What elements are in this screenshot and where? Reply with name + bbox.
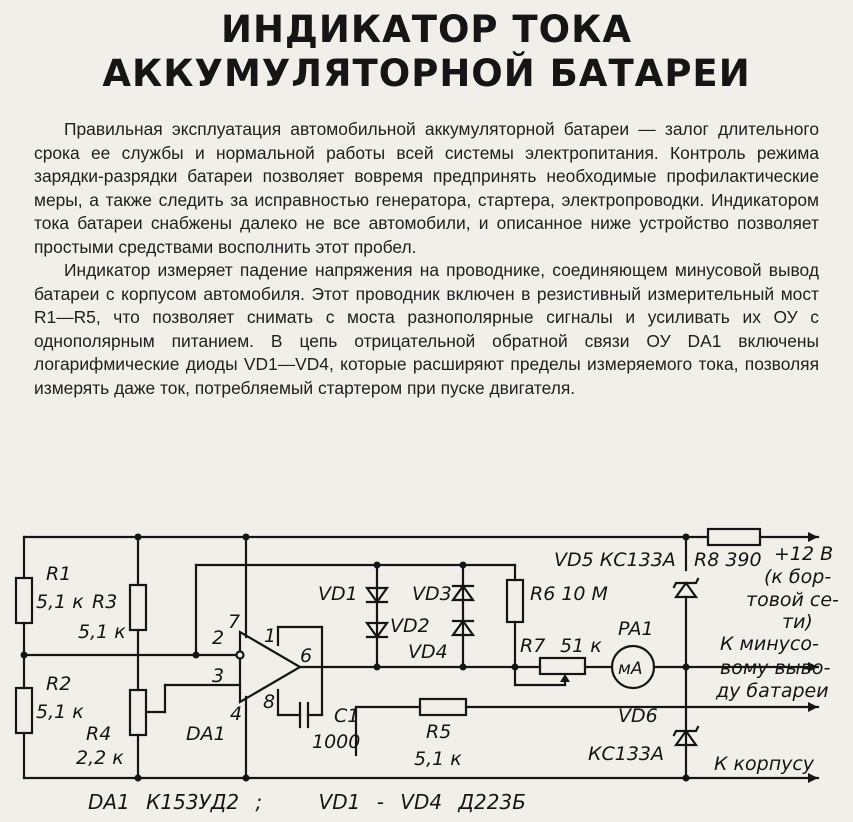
- label-net-line-3: ти): [782, 611, 813, 633]
- label-vd6: VD6: [618, 705, 658, 727]
- label-da1: DA1: [186, 723, 226, 745]
- r4-resistor: [128, 688, 148, 737]
- parts-vd: VD1 - VD4 Д223Б: [318, 790, 526, 814]
- label-pin-8: 8: [263, 691, 275, 713]
- vd3-diode: [450, 584, 476, 602]
- vd4-diode: [450, 619, 476, 637]
- label-net-line-2: товой се-: [746, 589, 839, 611]
- paragraph-1: Правильная эксплуатация автомобильной ак…: [34, 119, 819, 257]
- label-r4: R4: [86, 723, 111, 745]
- vd1-diode: [364, 586, 390, 604]
- r8-resistor: [706, 527, 762, 547]
- label-r7-value: 51 к: [560, 635, 602, 657]
- label-pin-6: 6: [300, 645, 312, 667]
- label-minus-line-3: ду батареи: [715, 680, 829, 702]
- label-plus12v: +12 В: [774, 543, 833, 565]
- label-r1: R1: [46, 563, 71, 585]
- vd2-diode: [364, 621, 390, 639]
- article-body: Правильная эксплуатация автомобильной ак…: [34, 118, 819, 400]
- r2-resistor: [14, 686, 34, 735]
- label-pin-7: 7: [228, 611, 240, 633]
- label-vd5: VD5 КС133А: [554, 549, 676, 571]
- r5-resistor: [418, 697, 468, 717]
- r7-resistor: [538, 656, 587, 676]
- label-pin-1: 1: [264, 625, 276, 647]
- label-vd2: VD2: [390, 615, 430, 637]
- label-vd3: VD3: [412, 583, 452, 605]
- label-pin-4: 4: [230, 703, 242, 725]
- title-line-1: ИНДИКАТОР ТОКА: [221, 8, 632, 51]
- label-r5: R5: [426, 721, 451, 743]
- label-r2: R2: [46, 673, 71, 695]
- r6-resistor: [505, 578, 525, 624]
- label-r3-value: 5,1 к: [78, 621, 126, 643]
- opamp-da1: [238, 630, 303, 704]
- vd5-zener: [673, 581, 699, 599]
- label-r7: R7: [520, 635, 545, 657]
- label-r2-value: 5,1 к: [36, 701, 84, 723]
- label-minus-line-2: вому выво-: [720, 657, 830, 679]
- label-r6: R6 10 М: [530, 583, 608, 605]
- label-pa1: PA1: [618, 618, 654, 640]
- paragraph-2: Индикатор измеряет падение напряжения на…: [34, 260, 819, 398]
- label-pin-2: 2: [212, 627, 224, 649]
- label-r4-value: 2,2 к: [76, 747, 124, 769]
- label-r8: R8 390: [694, 549, 762, 571]
- label-c1-value: 1000: [312, 731, 360, 753]
- label-r3: R3: [92, 591, 117, 613]
- label-r1-value: 5,1 к: [36, 591, 84, 613]
- title-line-2: АККУМУЛЯТОРНОЙ БАТАРЕИ: [102, 52, 751, 95]
- r3-resistor: [128, 583, 148, 632]
- label-ground: К корпусу: [714, 753, 815, 775]
- label-pin-3: 3: [212, 665, 224, 687]
- label-vd4: VD4: [408, 641, 448, 663]
- parts-da1: DA1 К153УД2 ;: [88, 790, 263, 814]
- label-c1: C1: [334, 705, 359, 727]
- label-minus-line-1: К минусо-: [720, 633, 819, 655]
- label-meter-unit: мА: [618, 659, 642, 679]
- r1-resistor: [14, 576, 34, 625]
- label-vd6-type: КС133А: [588, 743, 664, 765]
- label-net-line-1: (к бор-: [764, 566, 831, 588]
- parts-list: DA1 К153УД2 ; VD1 - VD4 Д223Б: [88, 790, 566, 814]
- label-vd1: VD1: [318, 583, 358, 605]
- label-r5-value: 5,1 к: [414, 748, 462, 770]
